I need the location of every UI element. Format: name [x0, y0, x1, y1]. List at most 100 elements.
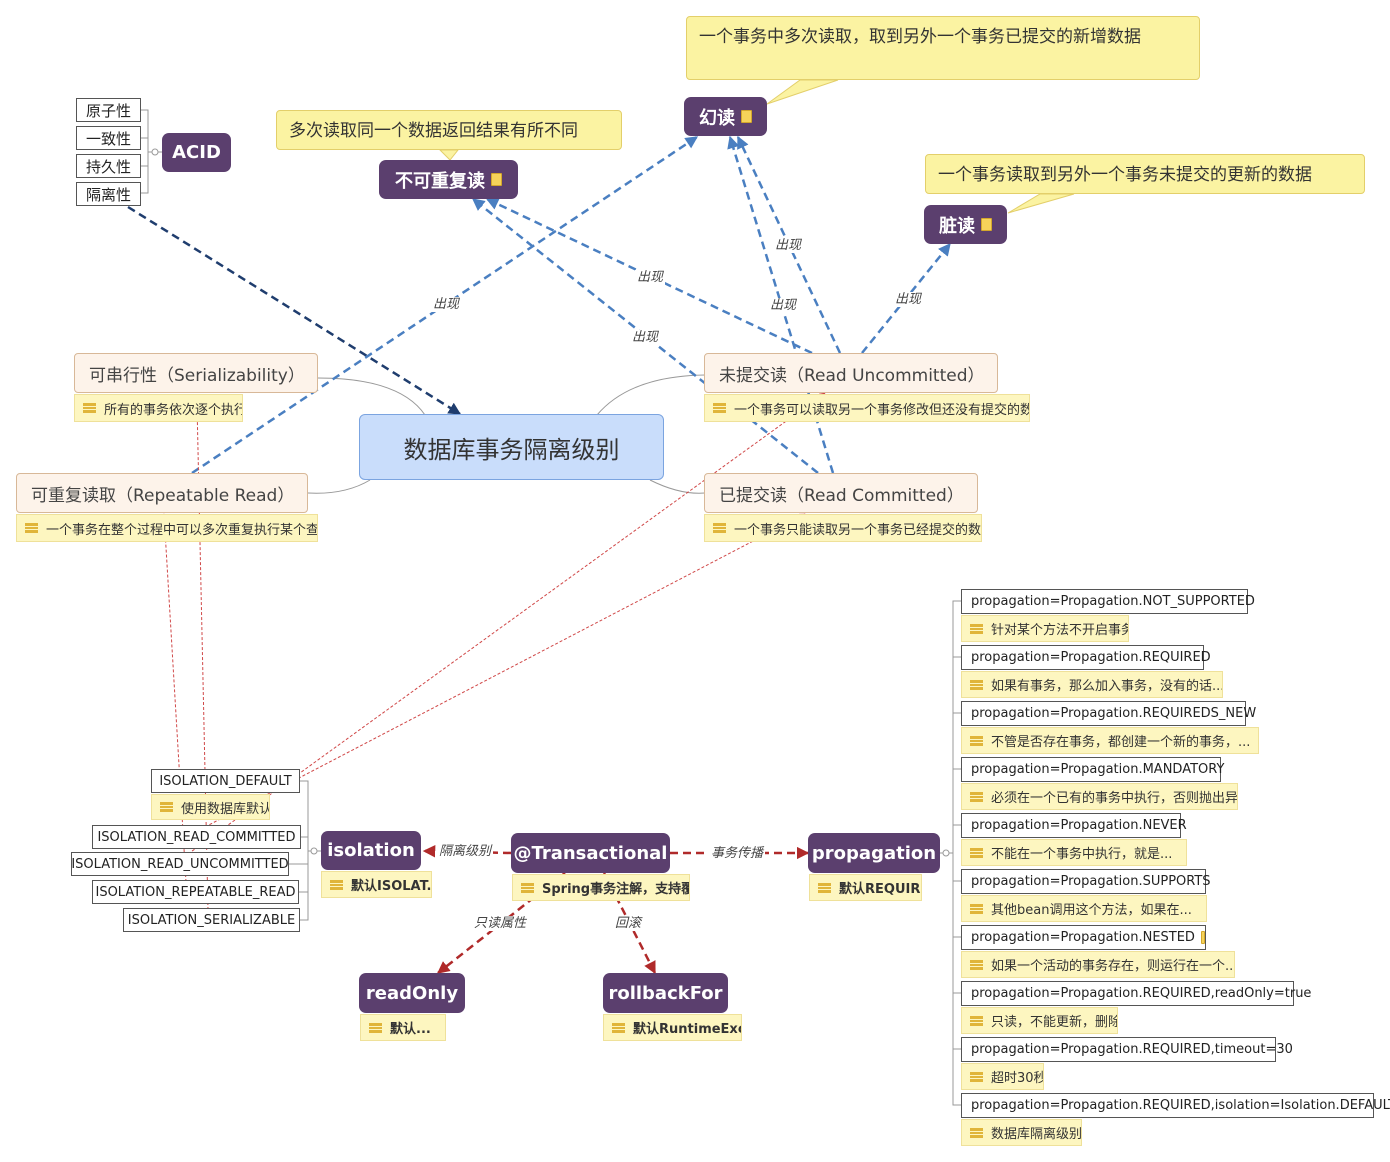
uncommitted-to-nonrepeatable-arrow — [485, 197, 813, 355]
level-read-uncommitted-note: 一个事务可以读取另一个事务修改但还没有提交的数据 — [704, 394, 1030, 422]
propagation-item-required-timeout-note-text: 超时30秒 — [991, 1071, 1044, 1086]
isolation-bracket — [289, 780, 321, 921]
edge-label-readonly: 只读属性 — [472, 916, 529, 931]
propagation-item-nested[interactable]: propagation=Propagation.NESTED — [961, 925, 1206, 950]
note-list-icon — [330, 879, 343, 890]
nonrepeatable-read-topic[interactable]: 不可重复读 — [379, 160, 518, 199]
propagation-note-text: 默认REQUIRED — [839, 882, 921, 897]
propagation-item-never-note: 不能在一个事务中执行，就是... — [961, 839, 1187, 866]
rollback-topic[interactable]: rollbackFor — [603, 973, 728, 1013]
dirty-callout: 一个事务读取到另外一个事务未提交的更新的数据 — [925, 154, 1365, 194]
transactional-label: @Transactional — [513, 842, 668, 864]
edge-label-propagation: 事务传播 — [709, 846, 766, 861]
edge-label-appear-repeatable-phantom: 出现 — [431, 297, 462, 312]
phantom-read-topic[interactable]: 幻读 — [684, 97, 767, 136]
level-read-committed-note: 一个事务只能读取另一个事务已经提交的数据 — [704, 514, 982, 542]
edge-label-rollback: 回滚 — [613, 916, 644, 931]
phantom-read-label: 幻读 — [699, 107, 735, 129]
propagation-item-supports-note: 其他bean调用这个方法，如果在... — [961, 895, 1207, 922]
note-icon — [1200, 931, 1205, 944]
propagation-item-required-readonly[interactable]: propagation=Propagation.REQUIRED,readOnl… — [961, 981, 1311, 1006]
note-icon — [981, 218, 992, 231]
level-serializable-note-text: 所有的事务依次逐个执行 — [104, 402, 243, 418]
isolation-option-read-uncommitted[interactable]: ISOLATION_READ_UNCOMMITTED — [71, 852, 289, 876]
note-list-icon — [369, 1022, 382, 1033]
acid-item-isolation[interactable]: 隔离性 — [76, 182, 141, 206]
propagation-item-required-isolation[interactable]: propagation=Propagation.REQUIRED,isolati… — [961, 1093, 1390, 1118]
propagation-item-requires-new-note-text: 不管是否存在事务，都创建一个新的事务，... — [991, 735, 1251, 750]
center-link-uncommitted — [596, 374, 706, 416]
level-repeatable-read-note-text: 一个事务在整个过程中可以多次重复执行某个查询 — [46, 522, 318, 538]
transactional-topic[interactable]: @Transactional — [511, 833, 670, 873]
isolation-option-default[interactable]: ISOLATION_DEFAULT — [151, 769, 300, 793]
isolation-topic[interactable]: isolation — [321, 831, 421, 870]
propagation-item-required-isolation-note-text: 数据库隔离级别 — [991, 1127, 1082, 1142]
propagation-item-not-supported[interactable]: propagation=Propagation.NOT_SUPPORTED — [961, 589, 1255, 614]
propagation-item-mandatory-note: 必须在一个已有的事务中执行，否则抛出异常 — [961, 783, 1238, 810]
propagation-item-supports[interactable]: propagation=Propagation.SUPPORTS — [961, 869, 1211, 894]
note-icon — [741, 110, 752, 123]
edge-label-appear-committed-phantom: 出现 — [768, 298, 799, 313]
propagation-item-required[interactable]: propagation=Propagation.REQUIRED — [961, 645, 1211, 670]
rollback-label: rollbackFor — [608, 982, 723, 1004]
propagation-item-nested-note-text: 如果一个活动的事务存在，则运行在一个... — [991, 959, 1235, 974]
propagation-item-nested-label: propagation=Propagation.NESTED — [971, 930, 1195, 945]
note-list-icon — [970, 1071, 983, 1082]
level-serializable-label: 可串行性（Serializability） — [89, 365, 305, 386]
transactional-note-text: Spring事务注解，支持覆盖 — [542, 882, 689, 897]
rollback-note: 默认RuntimeExc... — [603, 1014, 742, 1041]
acid-item-durability[interactable]: 持久性 — [76, 154, 141, 178]
isolation-option-serializable[interactable]: ISOLATION_SERIALIZABLE — [123, 908, 300, 932]
propagation-item-never-note-text: 不能在一个事务中执行，就是... — [991, 847, 1173, 862]
central-topic[interactable]: 数据库事务隔离级别 — [359, 414, 664, 480]
acid-item-consistency[interactable]: 一致性 — [76, 126, 141, 150]
propagation-topic[interactable]: propagation — [808, 833, 940, 873]
note-list-icon — [970, 959, 983, 970]
note-list-icon — [970, 1015, 983, 1026]
acid-bracket — [140, 109, 162, 194]
level-repeatable-read-label: 可重复读取（Repeatable Read） — [31, 485, 295, 506]
center-link-committed — [649, 479, 706, 494]
edge-label-appear-committed-nonrepeatable: 出现 — [630, 330, 661, 345]
isolation-note-text: 默认ISOLAT... — [351, 879, 432, 894]
propagation-item-never[interactable]: propagation=Propagation.NEVER — [961, 813, 1187, 838]
edge-label-appear-uncommitted-nonrepeatable: 出现 — [635, 270, 666, 285]
note-list-icon — [521, 882, 534, 893]
isolation-option-repeatable-read[interactable]: ISOLATION_REPEATABLE_READ — [92, 880, 299, 904]
propagation-item-supports-note-text: 其他bean调用这个方法，如果在... — [991, 903, 1192, 918]
isolation-note: 默认ISOLAT... — [321, 871, 432, 898]
readonly-label: readOnly — [365, 982, 459, 1004]
option-committed-to-level-arrow — [204, 513, 806, 828]
level-read-committed[interactable]: 已提交读（Read Committed） — [704, 473, 978, 513]
propagation-item-required-timeout[interactable]: propagation=Propagation.REQUIRED,timeout… — [961, 1037, 1293, 1062]
level-read-committed-note-text: 一个事务只能读取另一个事务已经提交的数据 — [734, 522, 982, 538]
note-list-icon — [970, 791, 983, 802]
isolation-option-default-note: 使用数据库默认 — [151, 794, 270, 820]
isolation-option-default-note-text: 使用数据库默认 — [181, 801, 270, 817]
dirty-read-topic[interactable]: 脏读 — [924, 205, 1007, 244]
level-repeatable-read[interactable]: 可重复读取（Repeatable Read） — [16, 473, 308, 513]
note-list-icon — [83, 403, 96, 413]
level-read-uncommitted-note-text: 一个事务可以读取另一个事务修改但还没有提交的数据 — [734, 402, 1030, 418]
level-serializable[interactable]: 可串行性（Serializability） — [74, 353, 318, 393]
note-list-icon — [970, 847, 983, 858]
acid-item-atomicity[interactable]: 原子性 — [76, 98, 141, 122]
propagation-note: 默认REQUIRED — [809, 874, 922, 901]
propagation-item-requires-new[interactable]: propagation=Propagation.REQUIREDS_NEW — [961, 701, 1256, 726]
transactional-note: Spring事务注解，支持覆盖 — [512, 874, 690, 901]
note-list-icon — [160, 802, 173, 812]
propagation-item-requires-new-note: 不管是否存在事务，都创建一个新的事务，... — [961, 727, 1259, 754]
propagation-item-required-note: 如果有事务，那么加入事务，没有的话... — [961, 671, 1223, 698]
phantom-callout-tail — [766, 79, 839, 105]
readonly-topic[interactable]: readOnly — [359, 973, 465, 1013]
note-list-icon — [713, 523, 726, 533]
propagation-item-mandatory-note-text: 必须在一个已有的事务中执行，否则抛出异常 — [991, 791, 1238, 806]
propagation-item-mandatory[interactable]: propagation=Propagation.MANDATORY — [961, 757, 1224, 782]
level-read-committed-label: 已提交读（Read Committed） — [719, 485, 964, 506]
acid-topic[interactable]: ACID — [162, 133, 231, 172]
acid-to-center-arrow — [127, 205, 462, 416]
dirty-read-label: 脏读 — [939, 215, 975, 237]
isolation-option-read-committed[interactable]: ISOLATION_READ_COMMITTED — [92, 825, 301, 849]
level-serializable-note: 所有的事务依次逐个执行 — [74, 394, 243, 422]
level-read-uncommitted[interactable]: 未提交读（Read Uncommitted） — [704, 353, 998, 393]
